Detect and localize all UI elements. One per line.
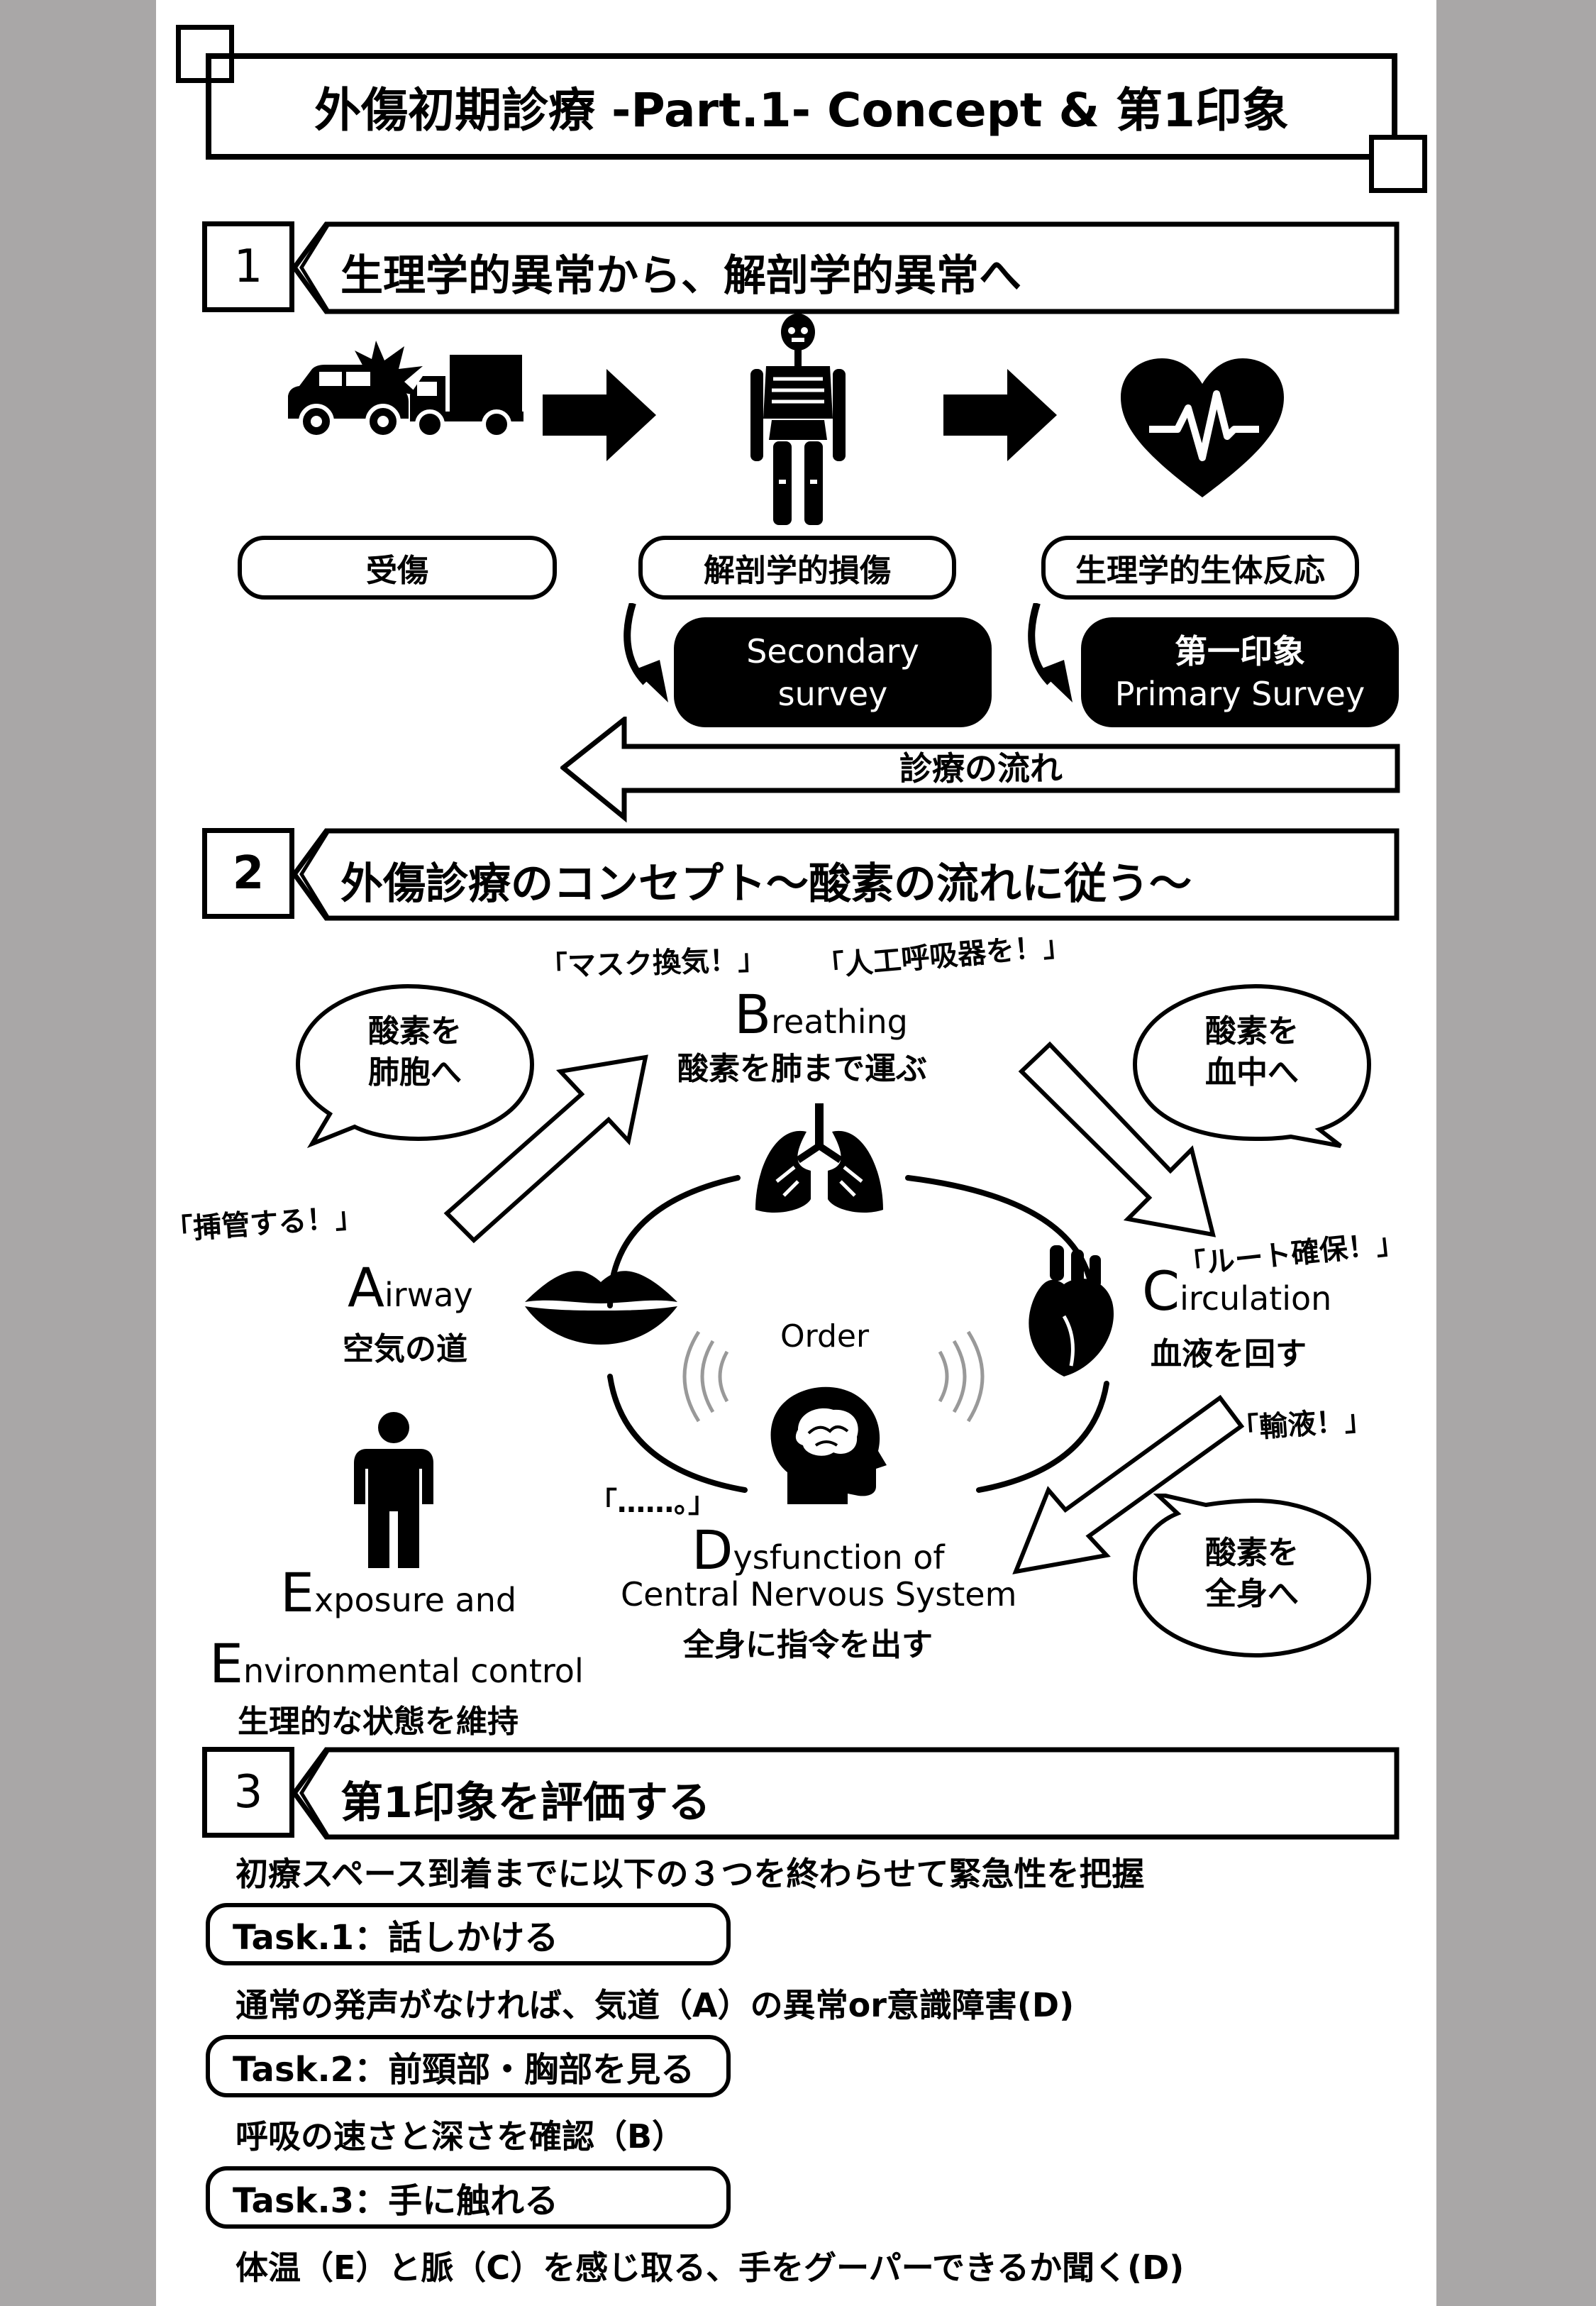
section3-banner <box>291 1747 1400 1840</box>
circulation-letter: C <box>1142 1259 1180 1323</box>
section3-heading: 第1印象を評価する <box>340 1778 711 1828</box>
exposure-desc: 生理的な状態を維持 <box>238 1704 519 1740</box>
signal-waves-left-icon <box>682 1330 729 1423</box>
section2-number: 2 <box>202 828 294 919</box>
arrow-right-1-icon <box>543 369 656 461</box>
care-flow-label: 診療の流れ <box>899 749 1063 788</box>
title-corner-bottom-right <box>1369 135 1427 193</box>
lungs-icon <box>755 1103 883 1213</box>
secondary-survey-line1: Secondary <box>746 631 919 671</box>
dysfunction-line2: Central Nervous System <box>621 1575 1017 1613</box>
bubble-bottom-text: 酸素を 全身へ <box>1170 1533 1334 1615</box>
injury-label: 受傷 <box>238 536 557 600</box>
dysfunction-desc: 全身に指令を出す <box>683 1627 933 1663</box>
curved-arrow-secondary-icon <box>624 603 668 702</box>
head-brain-icon <box>770 1386 887 1504</box>
section1-heading: 生理学的異常から、解剖学的異常へ <box>340 251 1021 301</box>
bubble-bottom-line1: 酸素を <box>1205 1535 1299 1571</box>
signal-waves-right-icon <box>938 1330 985 1423</box>
breathing-letter: B <box>734 983 772 1046</box>
bubble-right-line2: 血中へ <box>1205 1054 1299 1091</box>
section3-number: 3 <box>202 1747 294 1838</box>
primary-survey-line1: 第一印象 <box>1175 631 1305 671</box>
circulation-desc: 血液を回す <box>1151 1336 1307 1372</box>
bubble-right-text: 酸素を 血中へ <box>1170 1011 1334 1093</box>
bubble-left-line1: 酸素を <box>368 1013 462 1049</box>
quote-silence: 「……。」 <box>589 1486 716 1519</box>
physiological-response-label: 生理学的生体反応 <box>1041 536 1359 600</box>
arrow-circulation-to-dysfunction <box>1012 1394 1245 1574</box>
environmental-title: Environmental control <box>209 1632 584 1695</box>
task3-box: Task.3：手に触れる <box>206 2166 731 2229</box>
task3-desc: 体温（E）と脈（C）を感じ取る、手をグーパーできるか聞く(D) <box>235 2249 1185 2287</box>
bubble-right <box>1132 983 1372 1148</box>
circulation-word: irculation <box>1180 1279 1332 1318</box>
airway-desc: 空気の道 <box>343 1331 467 1367</box>
section2-heading: 外傷診療のコンセプト～酸素の流れに従う～ <box>340 859 1192 909</box>
skeleton-icon <box>750 314 846 525</box>
dysfunction-word: ysfunction of <box>733 1538 945 1577</box>
breathing-desc: 酸素を肺まで運ぶ <box>677 1051 927 1087</box>
care-flow-arrow <box>560 717 1400 823</box>
arrow-right-2-icon <box>943 369 1057 461</box>
secondary-survey-box: Secondary survey <box>674 617 992 727</box>
exposure-word: xposure and <box>314 1581 517 1619</box>
bubble-left <box>295 983 535 1149</box>
arrow-breathing-to-circulation <box>1018 1041 1217 1237</box>
circulation-title: Circulation <box>1142 1259 1331 1323</box>
airway-letter: A <box>348 1256 384 1319</box>
person-icon <box>354 1412 433 1568</box>
exposure-title: Exposure and <box>280 1561 516 1624</box>
arrow-airway-to-breathing <box>443 1054 648 1244</box>
secondary-survey-line2: survey <box>777 674 888 713</box>
bubble-bottom-line2: 全身へ <box>1205 1576 1299 1612</box>
curved-arrow-primary-icon <box>1028 603 1073 702</box>
airway-word: irway <box>384 1276 473 1314</box>
primary-survey-box: 第一印象 Primary Survey <box>1081 617 1399 727</box>
bubble-right-line1: 酸素を <box>1205 1013 1299 1049</box>
car-crash-icon <box>288 341 523 439</box>
primary-survey-line2: Primary Survey <box>1114 674 1365 713</box>
task1-desc: 通常の発声がなければ、気道（A）の異常or意識障害(D) <box>235 1986 1075 2024</box>
airway-title: Airway <box>348 1256 473 1319</box>
section1-number: 1 <box>202 221 294 312</box>
heart-pulse-icon <box>1121 358 1284 497</box>
anatomical-heart-icon <box>1029 1245 1114 1377</box>
exposure-letter: E <box>280 1561 315 1624</box>
task2-desc: 呼吸の速さと深さを確認（B） <box>235 2117 685 2156</box>
dysfunction-letter: D <box>692 1518 733 1582</box>
breathing-title: Breathing <box>734 983 908 1046</box>
section3-intro: 初療スペース到着までに以下の３つを終わらせて緊急性を把握 <box>235 1855 1145 1893</box>
environmental-letter: E <box>209 1632 244 1695</box>
dysfunction-title: Dysfunction of <box>692 1518 945 1582</box>
environmental-word: nvironmental control <box>243 1652 584 1690</box>
bubble-bottom <box>1132 1494 1372 1658</box>
section2-banner <box>291 828 1400 921</box>
task2-box: Task.2：前頸部・胸部を見る <box>206 2035 731 2097</box>
lips-icon <box>525 1271 677 1345</box>
bubble-left-line2: 肺胞へ <box>368 1054 462 1091</box>
order-label: Order <box>780 1318 870 1355</box>
anatomical-injury-label: 解剖学的損傷 <box>638 536 956 600</box>
page-title: 外傷初期診療 -Part.1- Concept & 第1印象 <box>206 53 1397 160</box>
quote-mask: 「マスク換気！」 <box>538 943 767 984</box>
bubble-left-text: 酸素を 肺胞へ <box>333 1011 497 1093</box>
section1-banner <box>291 221 1400 314</box>
task1-box: Task.1：話しかける <box>206 1903 731 1965</box>
breathing-word: reathing <box>771 1003 908 1041</box>
